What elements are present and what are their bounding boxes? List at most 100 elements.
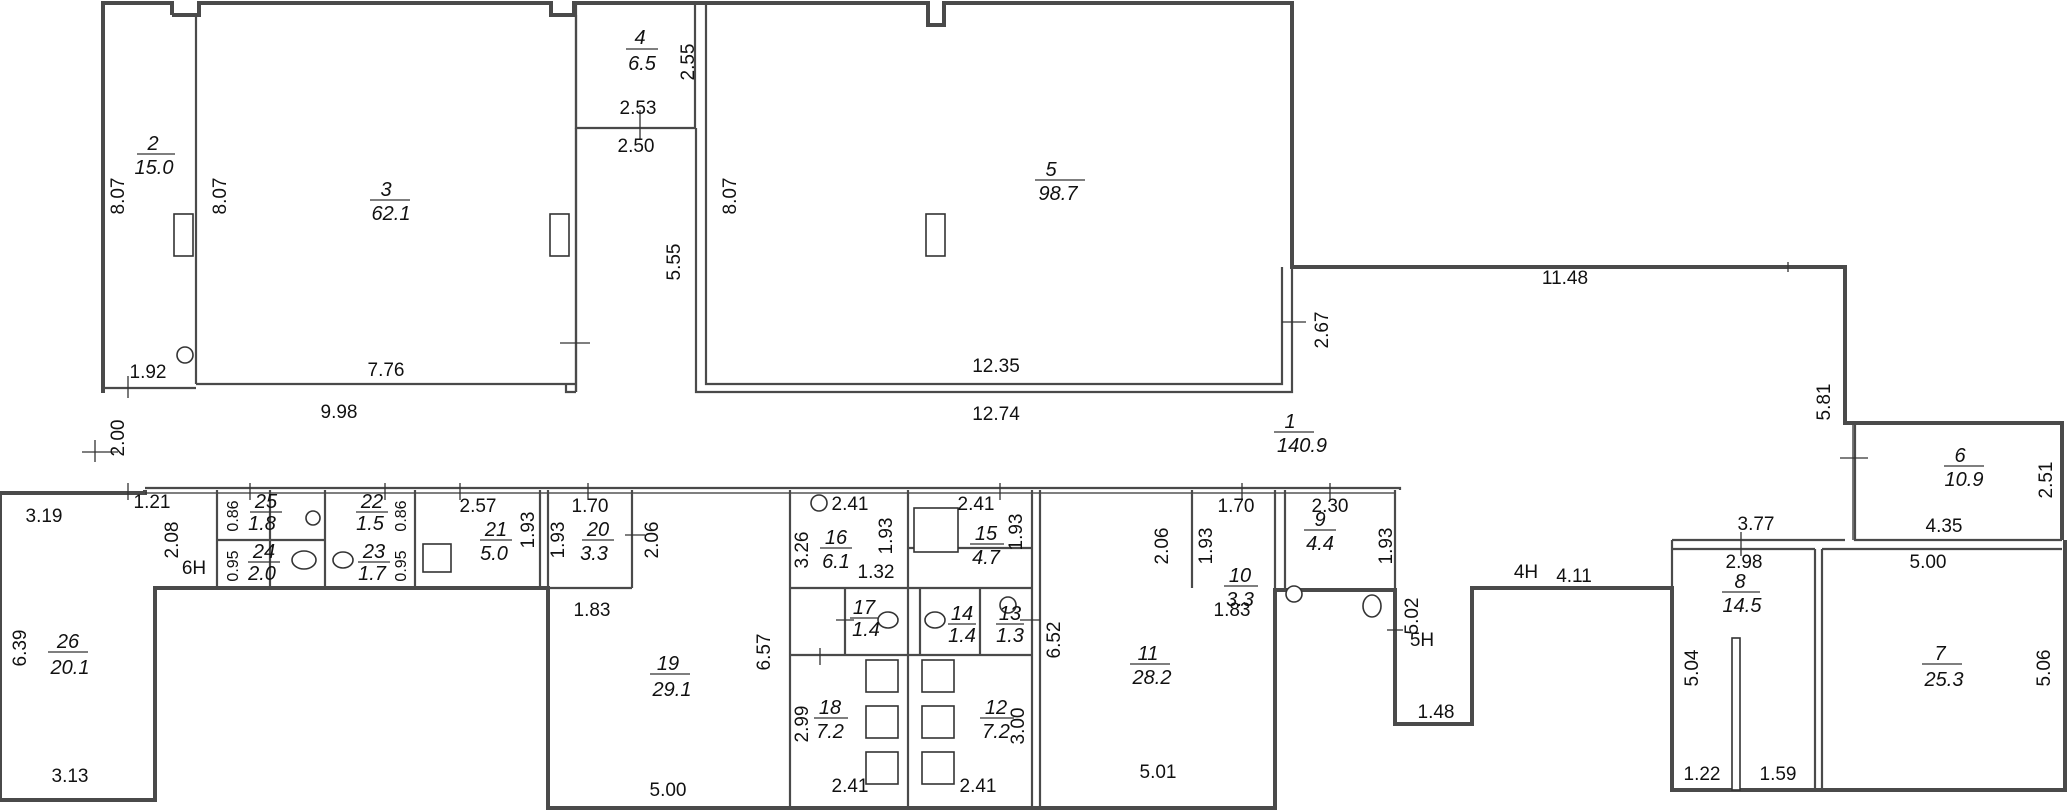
room-1-label: 1 140.9 [1274, 411, 1327, 457]
room-area: 5.0 [480, 543, 508, 565]
room-labels: 1 140.9 2 15.0 3 62.1 4 6.5 5 98.7 6 10.… [48, 27, 1984, 743]
dimension-label: 6.52 [1044, 622, 1065, 659]
room-area: 140.9 [1277, 435, 1327, 457]
dimension-label: 2.30 [1312, 496, 1349, 517]
room-number: 24 [252, 541, 275, 563]
column-1 [173, 213, 194, 257]
dimension-label: 0.95 [393, 550, 410, 581]
room-area: 62.1 [372, 203, 411, 225]
interior-walls [103, 3, 2062, 808]
room-number: 12 [985, 697, 1007, 719]
dimension-label: 6H [182, 558, 206, 579]
room-area: 28.2 [1132, 667, 1172, 689]
room-number: 2 [146, 133, 158, 155]
dimension-label: 11.48 [1542, 268, 1588, 289]
dimension-label: 1.22 [1684, 764, 1721, 785]
dimension-label: 2.41 [958, 494, 995, 515]
dimension-label: 0.95 [225, 550, 242, 581]
room-12-label: 12 7.2 [980, 697, 1014, 743]
dimension-label: 3.26 [792, 532, 813, 569]
room-17-label: 17 1.4 [850, 597, 880, 641]
room-number: 16 [825, 527, 848, 549]
dimension-label: 2.41 [832, 494, 869, 515]
dimension-label: 0.86 [393, 500, 410, 531]
dimension-label: 1.32 [858, 562, 895, 583]
dimension-label: 1.83 [1214, 600, 1251, 621]
room-number: 18 [819, 697, 841, 719]
dimension-label: 8.07 [720, 178, 741, 215]
dimension-label: 2.98 [1726, 552, 1763, 573]
dimension-label: 6.39 [10, 630, 31, 667]
dimension-label: 1.92 [130, 362, 167, 383]
dimension-label: 1.83 [574, 600, 611, 621]
room-19-label: 19 29.1 [650, 653, 691, 701]
room-number: 1 [1284, 411, 1295, 433]
room-number: 14 [951, 603, 973, 625]
room-area: 4.4 [1306, 533, 1334, 555]
dimension-label: 4.11 [1556, 566, 1592, 587]
dimension-label: 6.57 [754, 634, 775, 671]
room-number: 17 [853, 597, 876, 619]
shower-tray-21 [422, 543, 452, 573]
room-area: 10.9 [1945, 469, 1984, 491]
dimension-label: 5.00 [650, 780, 687, 801]
room-number: 20 [586, 519, 609, 541]
room-area: 3.3 [580, 543, 608, 565]
room-area: 1.4 [852, 619, 880, 641]
tick-marks [82, 110, 1868, 665]
room-number: 26 [56, 631, 80, 653]
dimension-label: 2.06 [642, 522, 663, 559]
dimension-label: 2.99 [792, 706, 813, 743]
room-7-label: 7 25.3 [1922, 643, 1963, 691]
dimension-label: 2.00 [108, 420, 129, 457]
shower-tray-15 [913, 507, 959, 553]
fixtures [82, 110, 1868, 791]
dimension-label: 2.53 [620, 98, 657, 119]
room-area: 1.3 [996, 625, 1024, 647]
room-number: 25 [254, 491, 278, 513]
room-number: 8 [1734, 571, 1745, 593]
dimension-label: 1.93 [1006, 514, 1027, 551]
dimension-label: 1.48 [1418, 702, 1455, 723]
room-area: 20.1 [50, 657, 90, 679]
room-area: 7.2 [816, 721, 844, 743]
dimension-label: 4H [1514, 562, 1538, 583]
room-area: 25.3 [1924, 669, 1964, 691]
room-area: 29.1 [652, 679, 692, 701]
room-3-label: 3 62.1 [370, 179, 410, 225]
room-13-label: 13 1.3 [996, 603, 1024, 647]
room-6-label: 6 10.9 [1944, 445, 1984, 491]
dimension-label: 2.41 [832, 776, 869, 797]
dimension-label: 7.76 [368, 360, 405, 381]
room-number: 7 [1934, 643, 1946, 665]
room-14-label: 14 1.4 [948, 603, 976, 647]
partition-post [1731, 637, 1741, 791]
column-3 [925, 213, 946, 257]
room-number: 10 [1229, 565, 1251, 587]
dimension-label: 5H [1410, 630, 1434, 651]
dimension-label: 5.81 [1814, 384, 1835, 421]
room-2-label: 2 15.0 [135, 133, 175, 179]
room-number: 13 [999, 603, 1021, 625]
dimension-label: 5.55 [664, 244, 685, 281]
room-18-label: 18 7.2 [814, 697, 848, 743]
dimension-label: 2.50 [618, 136, 655, 157]
toilet-icon [291, 550, 1382, 629]
room-number: 21 [484, 519, 507, 541]
room-5-label: 5 98.7 [1035, 159, 1085, 205]
dimension-label: 0.86 [225, 500, 242, 531]
dimension-label: 12.74 [972, 404, 1020, 425]
room-25-label: 25 1.8 [248, 491, 282, 535]
dimension-label: 1.93 [548, 522, 569, 559]
room-area: 14.5 [1723, 595, 1763, 617]
dimension-label: 8.07 [108, 178, 129, 215]
shower-trays-18-12 [865, 659, 955, 785]
room-area: 2.0 [247, 563, 276, 585]
dimension-label: 3.19 [26, 506, 63, 527]
room-16-label: 16 6.1 [820, 527, 852, 573]
dimension-label: 3.13 [52, 766, 89, 787]
dimension-label: 2.57 [460, 496, 497, 517]
room-9-label: 9 4.4 [1304, 509, 1336, 555]
dimension-label: 3.77 [1738, 514, 1775, 535]
